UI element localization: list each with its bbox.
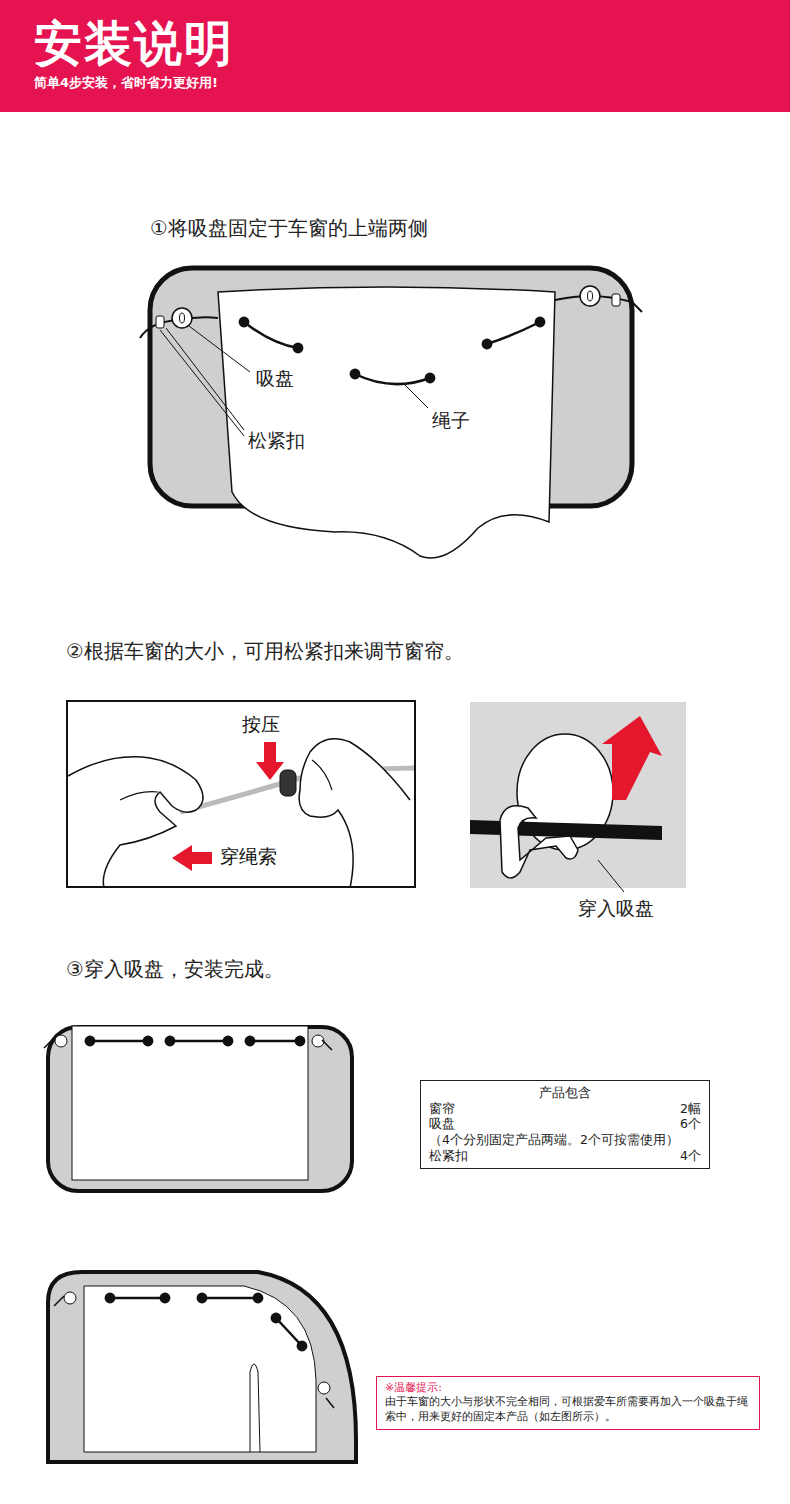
cord bbox=[54, 1296, 334, 1408]
rope bbox=[244, 322, 298, 348]
rope bbox=[355, 374, 430, 384]
box-text: 2幅 bbox=[680, 1101, 701, 1117]
box-text: 简单4步安装，省时省力更好用! bbox=[34, 74, 218, 92]
box-text: 窗帘 bbox=[429, 1101, 680, 1117]
left-hand bbox=[68, 757, 203, 888]
step-text: ③穿入吸盘，安装完成。 bbox=[66, 956, 284, 983]
rope bbox=[276, 1318, 302, 1346]
callout: 绳子 bbox=[432, 408, 470, 434]
pull-arrow bbox=[602, 716, 662, 800]
cord-lock bbox=[612, 294, 620, 306]
box-text: （4个分别固定产品两端。2个可按需使用） bbox=[429, 1132, 701, 1148]
rope bbox=[202, 1297, 258, 1300]
callout: 松紧扣 bbox=[248, 428, 305, 454]
suction-cup bbox=[588, 291, 593, 301]
rope bbox=[110, 1297, 165, 1300]
press-arrow bbox=[256, 742, 284, 780]
curtain-fold bbox=[250, 1364, 260, 1452]
leader-line bbox=[166, 328, 244, 430]
step2-hands bbox=[66, 700, 416, 888]
step3-figure bbox=[44, 1026, 352, 1191]
header-band: 安装说明简单4步安装，省时省力更好用! bbox=[0, 0, 790, 112]
car-window bbox=[48, 1272, 356, 1462]
panel-ground bbox=[470, 702, 686, 888]
right-hand bbox=[312, 760, 332, 790]
step-text: ①将吸盘固定于车窗的上端两侧 bbox=[150, 215, 428, 242]
cord-lock bbox=[280, 770, 296, 796]
suction-cup bbox=[172, 308, 192, 328]
rope bbox=[487, 322, 540, 344]
box-text: 6个 bbox=[680, 1116, 701, 1132]
box-heading: 按压 bbox=[242, 712, 280, 738]
box-heading: 安装说明 bbox=[34, 12, 234, 76]
curtain bbox=[72, 1026, 308, 1180]
callout: 吸盘 bbox=[256, 366, 294, 392]
step3-figure-2 bbox=[48, 1272, 356, 1462]
box-text: 穿绳索 bbox=[220, 844, 277, 870]
suction-cup bbox=[318, 1382, 330, 1394]
step2-cup bbox=[470, 702, 686, 892]
leader-line bbox=[405, 385, 428, 408]
thread-arrow bbox=[172, 845, 212, 871]
box-text: 松紧扣 bbox=[429, 1148, 680, 1164]
curtain bbox=[218, 287, 555, 558]
cord-lock bbox=[156, 316, 164, 328]
leader-line bbox=[160, 330, 244, 436]
box-text: 4个 bbox=[680, 1148, 701, 1164]
callout: 穿入吸盘 bbox=[578, 896, 654, 922]
leader-line bbox=[598, 860, 624, 892]
suction-cup bbox=[55, 1035, 67, 1047]
car-window bbox=[48, 1027, 352, 1191]
suction-cup bbox=[64, 1292, 76, 1304]
panel-ground bbox=[66, 700, 416, 888]
illustration-frame: 按压穿绳索 bbox=[66, 700, 416, 888]
rope bbox=[250, 1040, 300, 1043]
left-hand bbox=[120, 792, 158, 800]
box-text: 吸盘 bbox=[429, 1116, 680, 1132]
box-heading: ※温馨提示: bbox=[385, 1381, 751, 1395]
box-heading: 产品包含 bbox=[429, 1085, 701, 1101]
right-hand bbox=[299, 739, 410, 888]
leader-line bbox=[189, 326, 250, 372]
step-text: ②根据车窗的大小，可用松紧扣来调节窗帘。 bbox=[66, 638, 464, 665]
cord bbox=[44, 1040, 332, 1050]
hook bbox=[500, 806, 578, 878]
suction-cup bbox=[180, 313, 185, 323]
step1-figure bbox=[140, 268, 642, 558]
curtain bbox=[84, 1286, 316, 1452]
rope bbox=[90, 1040, 148, 1043]
contents-box: 产品包含窗帘2幅吸盘6个（4个分别固定产品两端。2个可按需使用）松紧扣4个 bbox=[420, 1080, 710, 1169]
box-text: 由于车窗的大小与形状不完全相同，可根据爱车所需要再加入一个吸盘于绳索中，用来更好… bbox=[385, 1395, 751, 1424]
tip-box: ※温馨提示:由于车窗的大小与形状不完全相同，可根据爱车所需要再加入一个吸盘于绳索… bbox=[376, 1376, 760, 1430]
rope bbox=[170, 1040, 228, 1043]
suction-cup bbox=[580, 286, 600, 306]
